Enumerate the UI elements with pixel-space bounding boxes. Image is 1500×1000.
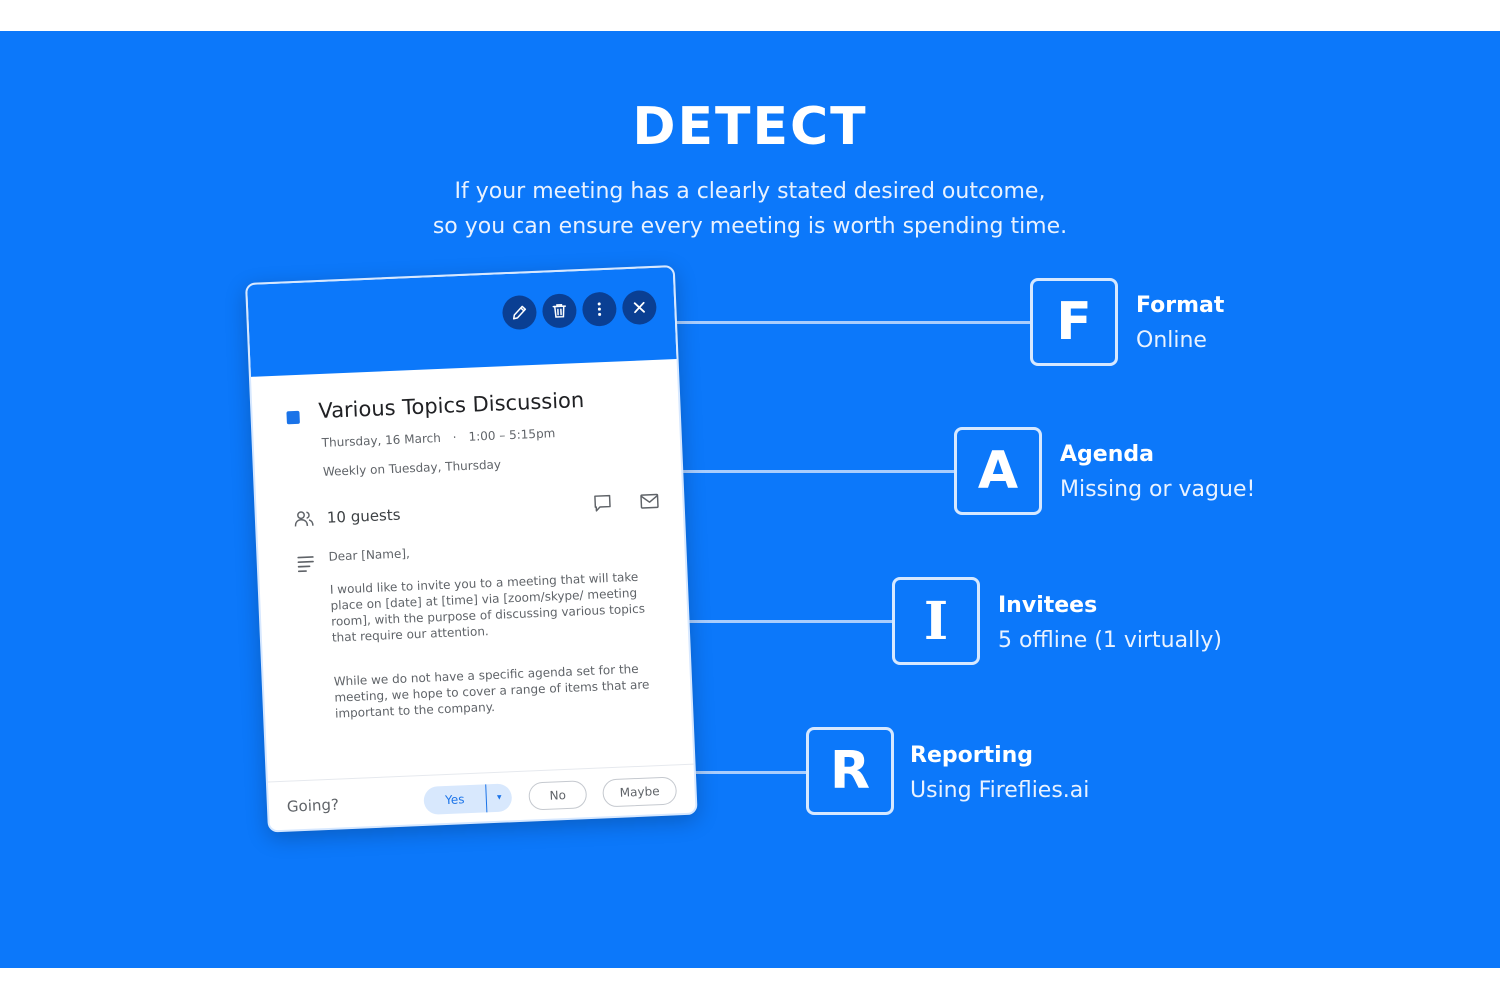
letter-box-reporting: R bbox=[806, 727, 894, 815]
item-title-format: Format bbox=[1136, 293, 1225, 318]
letter-box-agenda: A bbox=[954, 427, 1042, 515]
connector-format bbox=[660, 321, 1032, 324]
close-icon bbox=[633, 301, 645, 314]
item-title-invitees: Invitees bbox=[998, 593, 1098, 618]
edit-button[interactable] bbox=[501, 294, 538, 331]
more-vertical-icon bbox=[597, 302, 602, 316]
guests-icon bbox=[294, 511, 314, 527]
rsvp-yes-label[interactable]: Yes bbox=[444, 792, 465, 808]
description-greeting: Dear [Name], bbox=[328, 546, 411, 564]
rsvp-yes-button[interactable]: Yes ▾ bbox=[423, 783, 513, 815]
more-options-button[interactable] bbox=[581, 291, 618, 327]
description-paragraph-1: I would like to invite you to a meeting … bbox=[329, 569, 646, 645]
delete-button[interactable] bbox=[541, 293, 578, 329]
event-color-square bbox=[286, 410, 300, 425]
subtitle-line-2: so you can ensure every meeting is worth… bbox=[432, 214, 1068, 239]
subtitle-line-1: If your meeting has a clearly stated des… bbox=[454, 179, 1046, 204]
event-card-header bbox=[247, 267, 677, 377]
letter-box-invitees: I bbox=[892, 577, 980, 665]
item-desc-agenda: Missing or vague! bbox=[1060, 477, 1256, 502]
connector-agenda bbox=[670, 470, 956, 473]
detect-banner: DETECT If your meeting has a clearly sta… bbox=[0, 31, 1500, 968]
description-paragraph-2: While we do not have a specific agenda s… bbox=[333, 661, 650, 721]
trash-icon bbox=[552, 303, 566, 318]
page-title: DETECT bbox=[632, 97, 868, 157]
letter-box-format: F bbox=[1030, 278, 1118, 366]
rsvp-label: Going? bbox=[286, 795, 340, 816]
mail-icon[interactable] bbox=[638, 490, 661, 513]
connector-invitees bbox=[680, 620, 894, 623]
event-datetime: Thursday, 16 March · 1:00 – 5:15pm bbox=[321, 426, 555, 450]
event-date: Thursday, 16 March bbox=[321, 430, 442, 450]
item-desc-invitees: 5 offline (1 virtually) bbox=[998, 628, 1222, 653]
event-recurrence: Weekly on Tuesday, Thursday bbox=[322, 457, 502, 479]
rsvp-no-button[interactable]: No bbox=[528, 780, 588, 811]
close-button[interactable] bbox=[621, 289, 658, 326]
rsvp-bar: Going? Yes ▾ No Maybe bbox=[267, 763, 696, 833]
event-title: Various Topics Discussion bbox=[317, 387, 585, 424]
item-title-agenda: Agenda bbox=[1060, 442, 1154, 467]
chat-icon[interactable] bbox=[591, 492, 614, 515]
item-desc-reporting: Using Fireflies.ai bbox=[910, 778, 1090, 803]
event-card: Various Topics Discussion Thursday, 16 M… bbox=[245, 264, 698, 833]
event-time: 1:00 – 5:15pm bbox=[468, 426, 556, 444]
pencil-icon bbox=[512, 305, 527, 320]
connector-reporting bbox=[685, 771, 808, 774]
description-icon bbox=[297, 556, 314, 573]
rsvp-maybe-button[interactable]: Maybe bbox=[602, 776, 678, 808]
item-title-reporting: Reporting bbox=[910, 743, 1034, 768]
rsvp-dropdown-icon[interactable]: ▾ bbox=[496, 792, 502, 803]
guests-count[interactable]: 10 guests bbox=[326, 505, 401, 527]
item-desc-format: Online bbox=[1136, 328, 1207, 353]
event-date-separator: · bbox=[452, 430, 457, 445]
